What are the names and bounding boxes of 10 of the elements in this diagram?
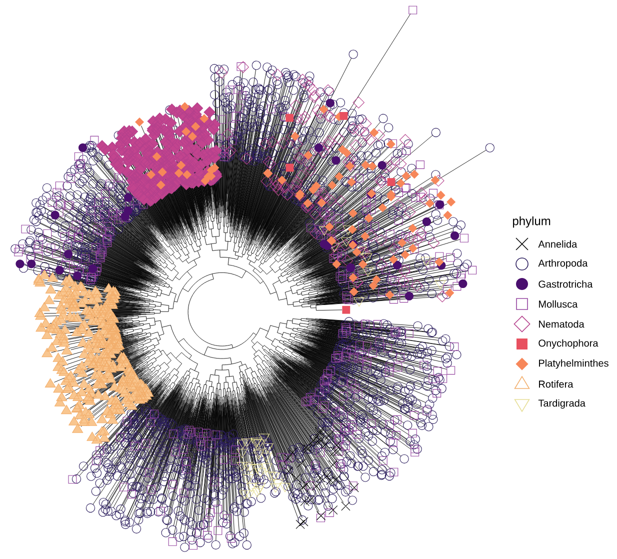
legend-label: Nematoda <box>539 320 584 328</box>
legend-label: Arthropoda <box>538 259 588 269</box>
legend-label: Annelida <box>538 240 578 248</box>
legend-title: phylum <box>512 216 550 228</box>
legend-label: Tardigrada <box>538 399 586 409</box>
legend-label: Onychophora <box>538 339 598 349</box>
legend-label: Gastrotricha <box>538 280 593 288</box>
legend-label: Mollusca <box>539 300 578 308</box>
legend-label: Platyhelminthes <box>539 359 608 369</box>
legend-label: Rotifera <box>539 380 574 388</box>
